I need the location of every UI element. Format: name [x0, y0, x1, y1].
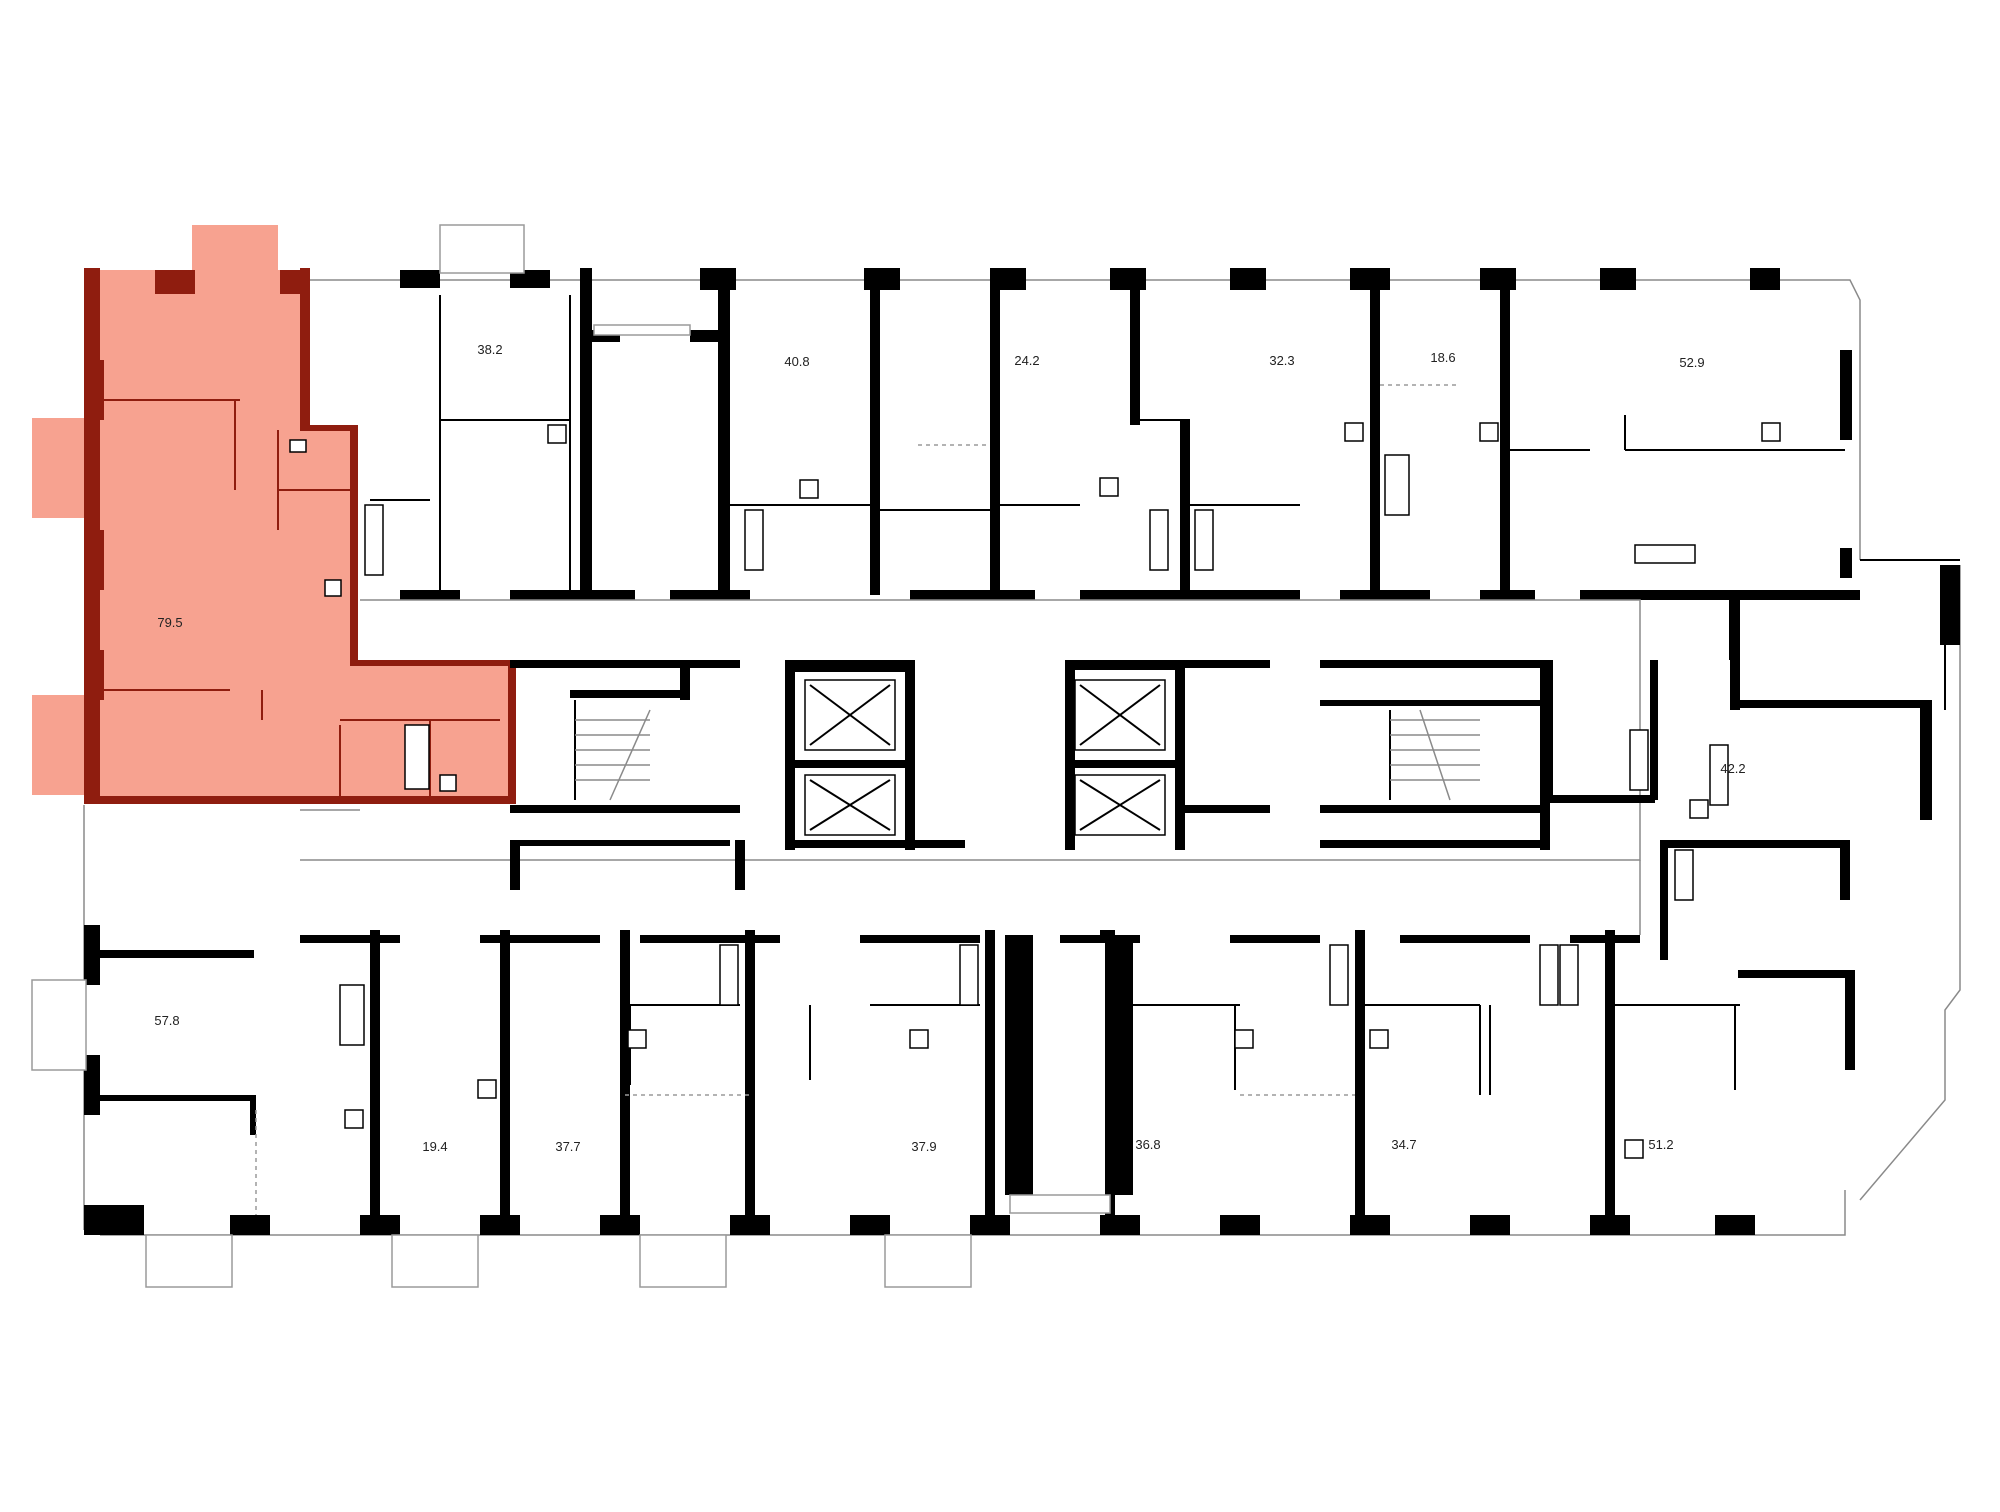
stair-left: [575, 709, 651, 801]
right-block-walls: [1545, 559, 1960, 1070]
apt-label-36-8[interactable]: 36.8: [1135, 1137, 1160, 1152]
bottom-row-walls: [84, 925, 1755, 1235]
top-row-walls: [370, 268, 1860, 600]
apt-label-51-2[interactable]: 51.2: [1648, 1137, 1673, 1152]
apt-label-18-6[interactable]: 18.6: [1430, 350, 1455, 365]
central-core: [300, 599, 1641, 935]
apt-label-52-9[interactable]: 52.9: [1679, 355, 1704, 370]
apt-label-38-2[interactable]: 38.2: [477, 342, 502, 357]
bathroom-fixtures: [339, 454, 1729, 1046]
apt-label-57-8[interactable]: 57.8: [154, 1013, 179, 1028]
apt-label-37-7[interactable]: 37.7: [555, 1139, 580, 1154]
apt-label-32-3[interactable]: 32.3: [1269, 353, 1294, 368]
top-balconies: [439, 224, 691, 336]
apt-label-40-8[interactable]: 40.8: [784, 354, 809, 369]
stair-right: [1390, 709, 1480, 801]
apt-label-79-5[interactable]: 79.5: [157, 615, 182, 630]
apt-label-19-4[interactable]: 19.4: [422, 1139, 447, 1154]
highlighted-apartment-79-5[interactable]: [32, 225, 516, 804]
apt-label-37-9[interactable]: 37.9: [911, 1139, 936, 1154]
apartment-labels: 79.5 38.2 40.8 24.2 32.3 18.6 52.9 42.2 …: [154, 342, 1745, 1154]
stove-icons: [344, 422, 1781, 1159]
bottom-balconies: [31, 979, 1111, 1288]
apt-label-34-7[interactable]: 34.7: [1391, 1137, 1416, 1152]
apt-label-24-2[interactable]: 24.2: [1014, 353, 1039, 368]
apt-label-42-2[interactable]: 42.2: [1720, 761, 1745, 776]
